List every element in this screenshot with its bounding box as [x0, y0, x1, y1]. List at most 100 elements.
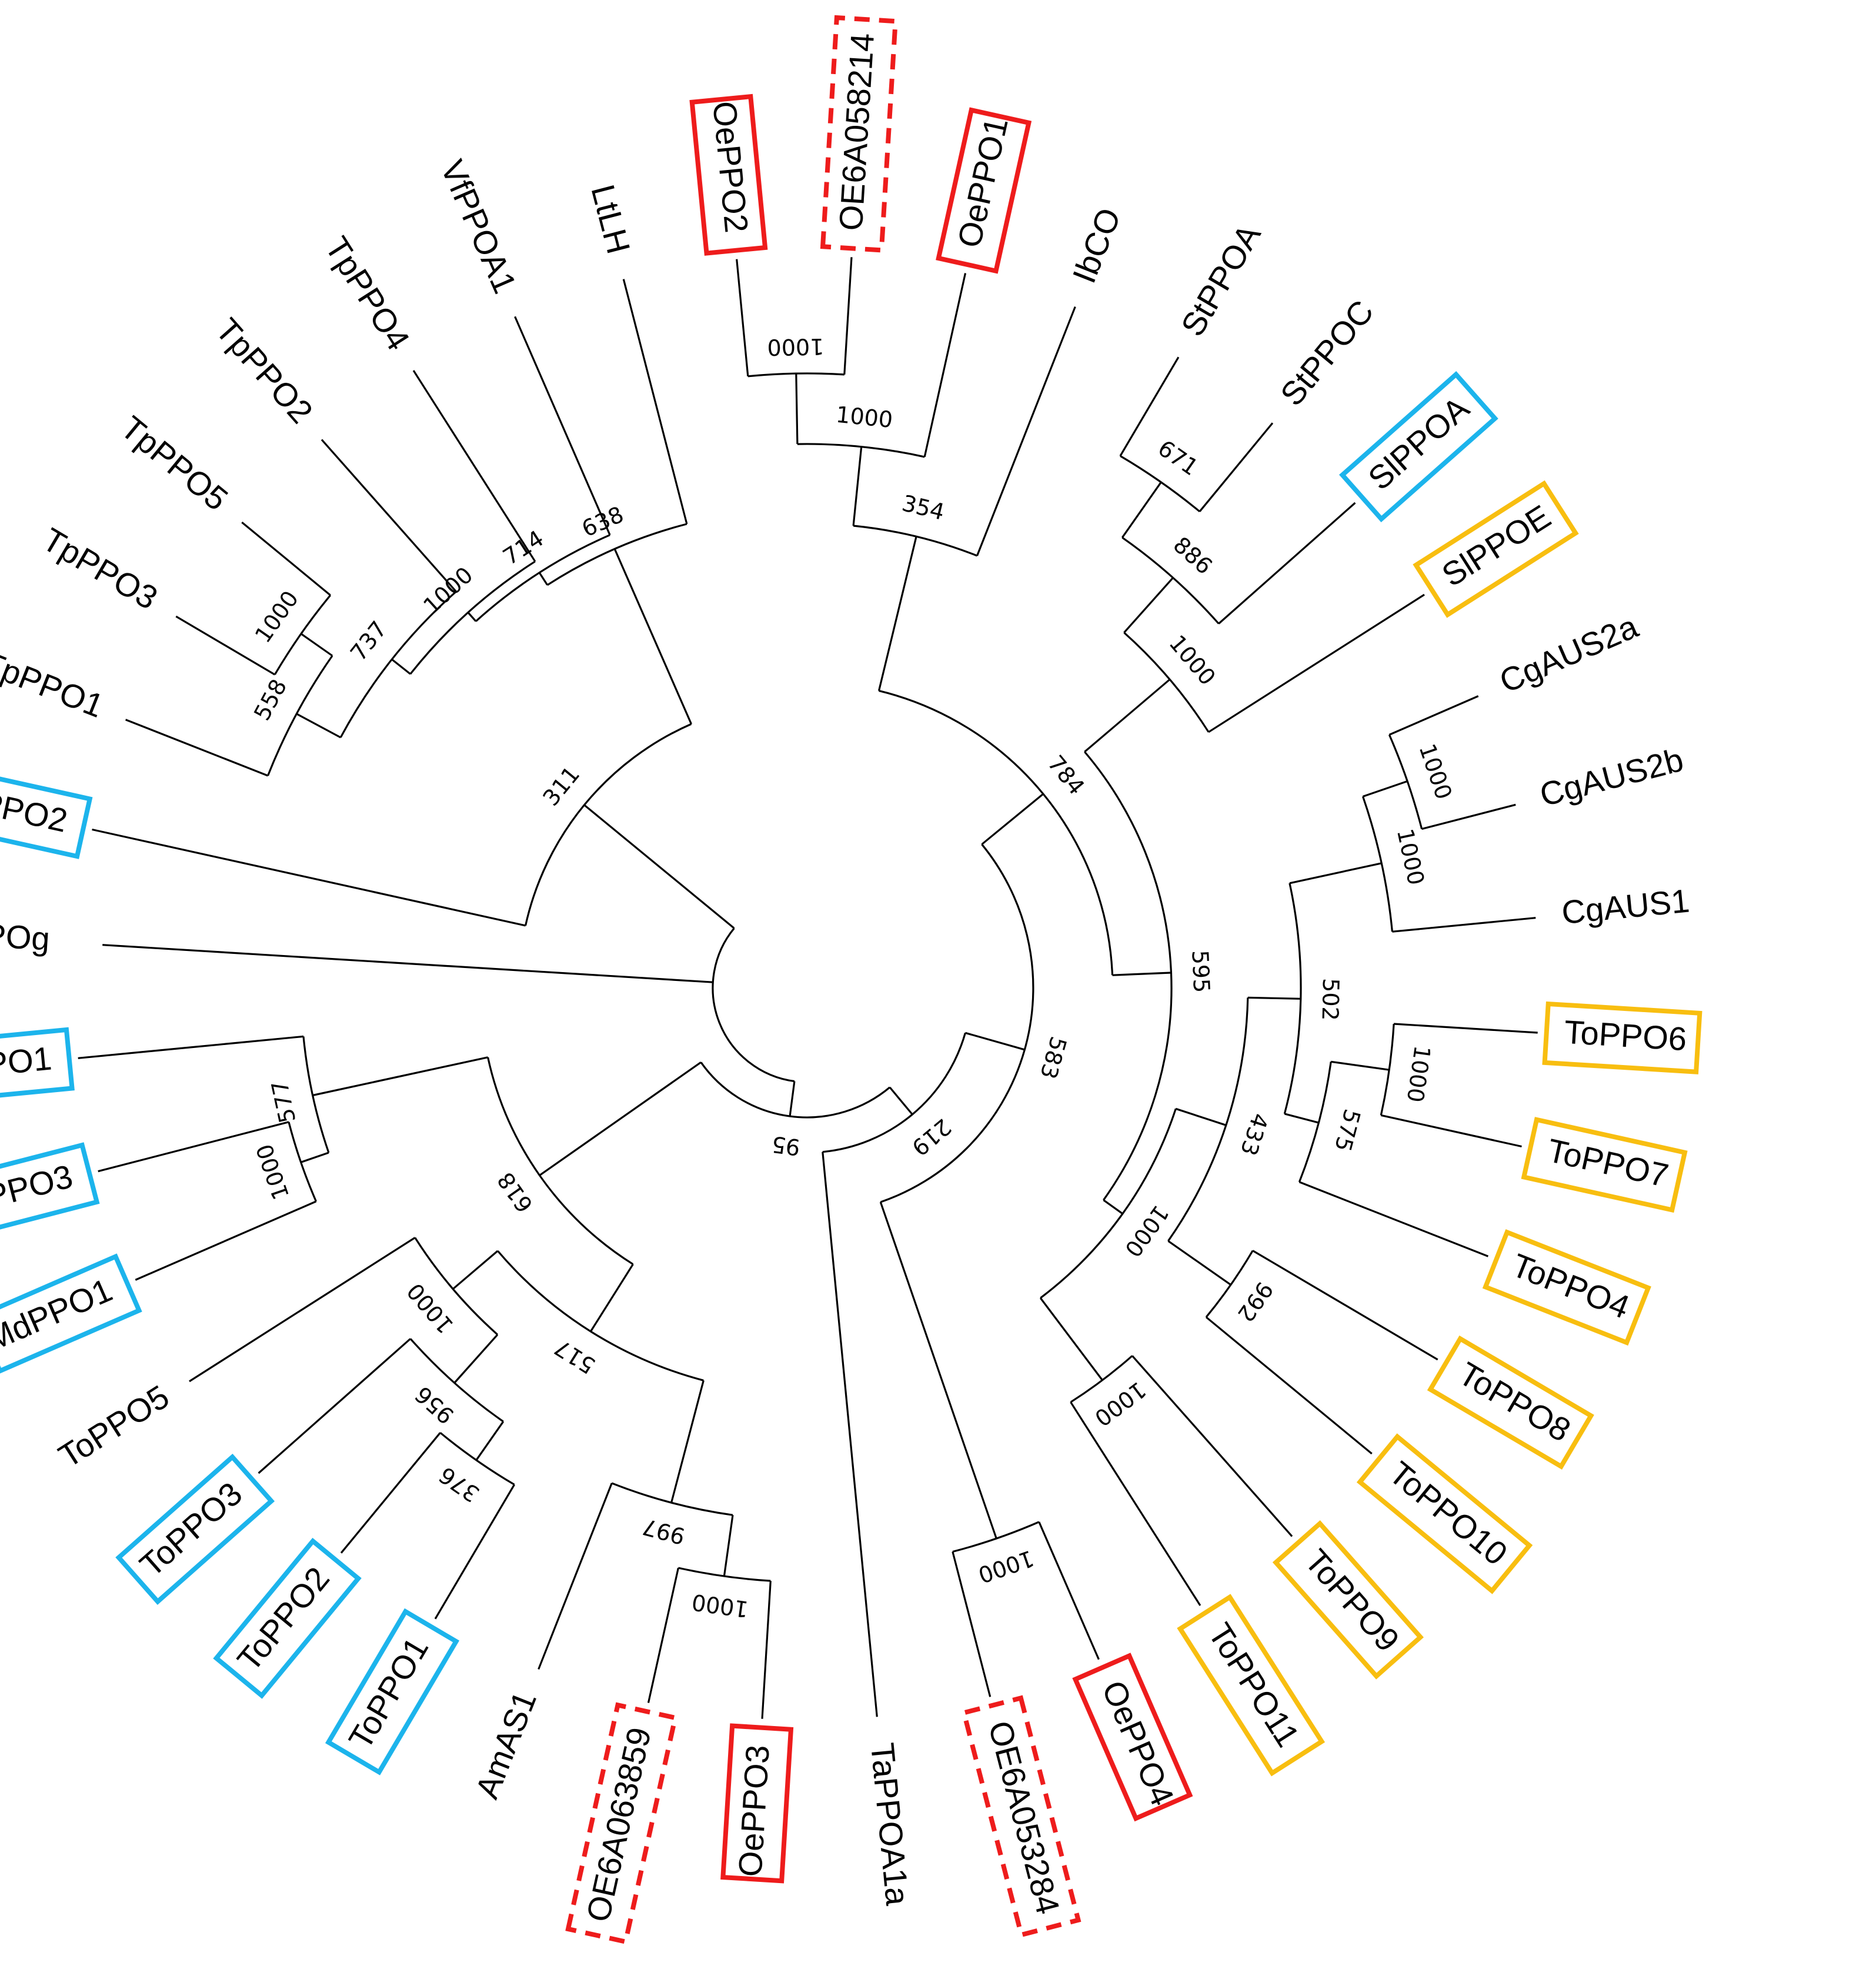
branch-arc-n_714	[475, 534, 610, 622]
branch-mdppo1	[135, 1200, 317, 1281]
branch-n-583	[964, 1032, 1025, 1051]
highlight-box-oeppo3	[720, 1723, 794, 1884]
branch-n-oe4	[879, 1201, 997, 1539]
highlight-box-toppo10	[1356, 1433, 1533, 1594]
leaf-label-ltlh: LtLH	[584, 181, 637, 258]
leaf-label-tpppo2: TpPPO2	[209, 311, 320, 430]
leaf-label-tpppo1: TpPPO1	[0, 644, 109, 725]
branch-toppo9	[1131, 1355, 1293, 1537]
branch-arc-n_1000c	[414, 1237, 499, 1336]
branch-n-1000c	[452, 1250, 499, 1290]
branch-stppoc	[1199, 422, 1274, 512]
leaf-label-oe6a058214: OE6A058214	[832, 32, 881, 232]
leaf-label-oeppo3: OePPO3	[731, 1744, 776, 1878]
bootstrap-value: 1000	[250, 586, 304, 647]
branch-arc-n_95	[700, 1062, 891, 1119]
branch-tpppo3	[175, 615, 276, 676]
bootstrap-value: 1000	[1164, 630, 1220, 690]
branch-n-376	[475, 1421, 505, 1461]
branch-arc-n_433	[1167, 997, 1249, 1242]
bootstrap-value: 737	[345, 616, 392, 666]
bootstrap-value: 618	[492, 1167, 538, 1217]
bootstrap-value: 784	[1043, 750, 1090, 800]
highlight-box-jrppo1	[0, 1027, 75, 1106]
branch-n-to810	[1167, 1240, 1231, 1286]
branch-n-tp35	[300, 633, 333, 657]
leaf-label-tpppo5: TpPPO5	[114, 409, 235, 518]
leaf-label-amas1: AmAS1	[468, 1686, 543, 1804]
branch-n-md13	[301, 1151, 329, 1163]
bootstrap-labels: 1000100035467188610001000100010005755029…	[249, 333, 1457, 1623]
branch-n-1000d	[467, 612, 477, 622]
branch-n-to4	[1284, 1113, 1319, 1124]
branch-toppo5	[189, 1237, 416, 1383]
branch-n-oe2	[795, 373, 799, 445]
branch-n-219	[889, 1086, 913, 1116]
branch-tpppo4	[412, 370, 536, 562]
branch-n-558	[296, 713, 341, 739]
leaf-label-oeppo2: OePPO2	[706, 99, 755, 234]
branch-arc-n_595	[1084, 751, 1173, 1201]
branch-tappoa1a	[822, 1151, 878, 1717]
branch-n-595	[1112, 972, 1171, 976]
branch-toppo1	[434, 1484, 515, 1620]
branch-toppo3	[258, 1338, 411, 1474]
highlight-box-toppo9	[1272, 1520, 1424, 1680]
branch-arc-n_oe4	[952, 1521, 1040, 1553]
branch-cgaus2b	[1421, 803, 1516, 830]
branch-oeppo2	[736, 259, 749, 376]
branch-n-638	[613, 548, 692, 725]
bootstrap-value: 1000	[975, 1545, 1037, 1588]
branch-cgaus1	[1392, 917, 1536, 933]
branch-tpppo5	[241, 521, 331, 596]
branch-n-oe1	[852, 446, 863, 526]
bootstrap-value: 595	[1187, 950, 1214, 993]
branch-n-618	[539, 1061, 702, 1176]
bootstrap-value: 575	[1330, 1106, 1366, 1154]
bootstrap-value: 1000	[1402, 1044, 1436, 1104]
highlight-box-mdppo3	[0, 1142, 100, 1243]
branch-toppo7	[1380, 1114, 1522, 1148]
bootstrap-value: 997	[640, 1513, 687, 1549]
bootstrap-value: 886	[1169, 532, 1217, 579]
branch-n-to67	[1330, 1060, 1390, 1071]
branch-n-737	[391, 659, 411, 675]
highlight-box-oe6a058214	[820, 15, 898, 253]
branch-toppo10	[1205, 1316, 1373, 1455]
branch-cgaus2a	[1388, 695, 1479, 736]
branch-n-311	[583, 804, 735, 929]
bootstrap-value: 517	[550, 1334, 600, 1379]
highlight-box-oeppo4	[1072, 1653, 1193, 1822]
branch-arc-n_oe2	[747, 372, 844, 378]
branch-ibco	[976, 306, 1076, 556]
branch-n-577	[312, 1056, 488, 1097]
branch-stppoa	[1119, 356, 1180, 457]
leaf-label-vfppoa1: VfPPOA1	[433, 155, 523, 299]
leaf-label-tappoa1a: TaPPOA1a	[864, 1741, 916, 1908]
leaf-label-cgaus1: CgAUS1	[1560, 882, 1691, 931]
bootstrap-value: 577	[266, 1078, 301, 1125]
branch-n-cgto	[1247, 996, 1301, 1000]
leaf-label-toppo5: ToPPO5	[52, 1378, 176, 1475]
branch-toppo4	[1298, 1181, 1488, 1257]
branch-n-sla	[1123, 577, 1174, 633]
branch-oeppo4	[1038, 1521, 1100, 1660]
highlight-box-toppo7	[1521, 1117, 1688, 1213]
highlight-box-mdppo2	[0, 763, 93, 859]
branch-oe6a058214	[843, 257, 853, 375]
branch-toppo11	[1070, 1401, 1201, 1606]
branch-n-956	[453, 1334, 499, 1384]
leaf-label-vvppog: VvPPOg	[0, 913, 51, 957]
bootstrap-value: 502	[1317, 978, 1344, 1022]
highlight-box-mdppo1	[0, 1253, 142, 1374]
leaf-label-toppo6: ToPPO6	[1563, 1013, 1688, 1058]
branch-n-cg2	[1362, 780, 1408, 797]
highlight-box-toppo1	[325, 1608, 460, 1775]
branch-toppo8	[1252, 1250, 1438, 1361]
branch-tpppo1	[125, 719, 269, 777]
highlight-box-oe6a063859	[565, 1702, 678, 1945]
highlight-box-oeppo2	[689, 94, 768, 256]
leaf-label-jrppo1: JrPPO1	[0, 1040, 53, 1088]
leaf-label-mdppo2: MdPPO2	[0, 774, 71, 839]
